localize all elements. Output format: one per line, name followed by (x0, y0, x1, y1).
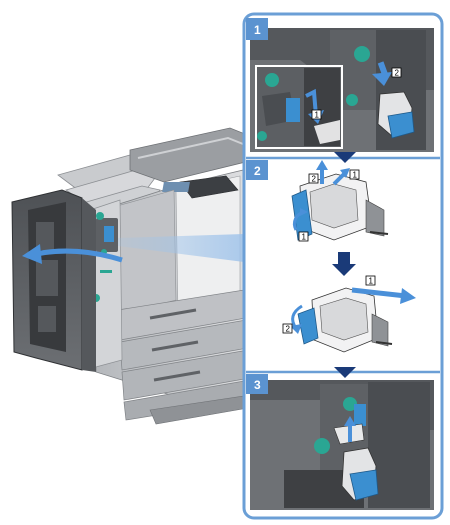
arrow-down-icon (372, 61, 392, 86)
copier-machine (11, 127, 266, 425)
staple-cartridge (341, 447, 379, 501)
step-1-inset (255, 65, 343, 149)
callout-1a: 1 (349, 169, 360, 180)
step-3: 3 (246, 374, 434, 510)
arrow-down-icon (332, 252, 356, 276)
staple-cartridge-lower (297, 287, 393, 353)
callout-2a: 2 (308, 173, 319, 184)
step-badge-2: 2 (246, 160, 268, 180)
finisher-front-door (11, 189, 96, 372)
step-badge-3: 3 (246, 374, 268, 394)
svg-text:2: 2 (286, 325, 291, 334)
staple-cartridge-upper (291, 173, 389, 241)
svg-text:1: 1 (302, 233, 307, 242)
triangle-down-icon (334, 152, 356, 163)
paper-trays (117, 289, 251, 425)
svg-text:1: 1 (315, 111, 320, 120)
svg-text:2: 2 (254, 164, 261, 178)
svg-text:1: 1 (353, 171, 358, 180)
staple-cartridge (377, 91, 415, 139)
callout-1b: 1 (298, 231, 309, 242)
svg-text:3: 3 (254, 378, 261, 392)
step-badge-1: 1 (246, 18, 268, 40)
svg-text:2: 2 (312, 175, 317, 184)
svg-text:1: 1 (369, 277, 374, 286)
curved-arrow-left-icon (22, 244, 123, 264)
callout-1: 1 (311, 109, 322, 120)
svg-text:2: 2 (395, 69, 400, 78)
staple-unit-in-machine (96, 212, 118, 255)
connector-beam (118, 234, 244, 262)
callout-2: 2 (391, 67, 402, 78)
step-1: 1 2 1 (246, 18, 434, 152)
callout-1c: 1 (365, 275, 376, 286)
triangle-down-icon (334, 367, 356, 378)
step-2: 2 1 1 1 (246, 160, 416, 353)
callout-2b: 2 (282, 323, 293, 334)
svg-text:1: 1 (254, 23, 261, 37)
